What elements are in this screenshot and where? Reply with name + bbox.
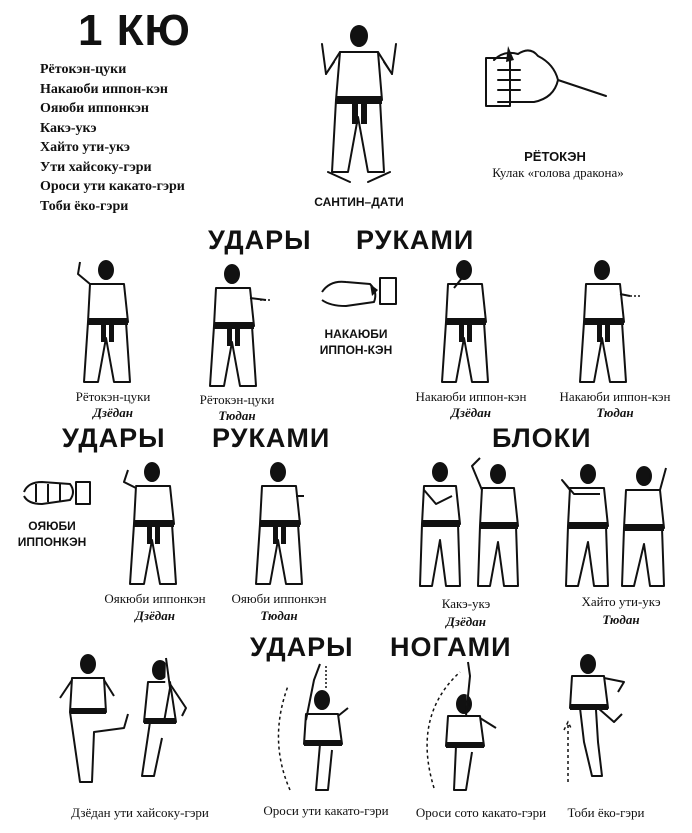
row1-level-3: Дзёдан (451, 405, 491, 420)
ryotoken-title: РЁТОКЭН (524, 149, 586, 164)
row1-level-1: Дзёдан (93, 405, 133, 420)
list-item: Накаюби иппон-кэн (40, 81, 168, 97)
nakayubi-jodan-figure (432, 258, 502, 388)
ryotoken-tsuki-jodan-figure (72, 258, 142, 388)
technique-list: Рётокэн-цуки Накаюби иппон-кэн Ояюби ипп… (40, 60, 185, 216)
row1-level-2: Тюдан (218, 408, 256, 423)
haito-uchi-uke-figure (560, 460, 672, 592)
row1-caption-4: Накаюби иппон-кэн (559, 389, 671, 404)
list-item: Хайто ути-укэ (40, 140, 130, 155)
oyayubi-chudan-figure (250, 460, 320, 590)
row2-level-2: Тюдан (260, 608, 298, 623)
oyayubi-label: ОЯЮБИ ИППОНКЭН (17, 519, 87, 549)
heading-blocks: БЛОКИ (492, 423, 592, 453)
row2-caption-2: Ояюби иппонкэн (231, 591, 327, 606)
row2-level-3: Дзёдан (446, 614, 486, 629)
sanchin-dachi-figure (318, 22, 400, 192)
list-item: Ороси ути какато-гэри (40, 179, 185, 194)
row2-level-1: Дзёдан (135, 608, 175, 623)
heading-legs-a: УДАРЫ (250, 632, 354, 662)
list-item: Какэ-укэ (40, 120, 97, 136)
ryotoken-subtitle: Кулак «голова дракона» (492, 165, 624, 180)
stance-label: САНТИН–ДАТИ (314, 195, 404, 209)
tobi-yoko-geri-figure (558, 652, 638, 792)
row1-caption-1: Рётокэн-цуки (75, 389, 151, 404)
oyayubi-jodan-figure (118, 460, 188, 590)
uchi-haisoku-geri-figure (54, 652, 204, 792)
row2-caption-4: Хайто ути-укэ (581, 594, 661, 609)
row2-caption-1: Оякюби иппонкэн (104, 591, 206, 606)
ryotoken-tsuki-chudan-figure (204, 262, 274, 392)
heading-hands-1a: УДАРЫ (208, 225, 312, 255)
nakayubi-label: НАКАЮБИ ИППОН-КЭН (319, 327, 393, 357)
row2-level-4: Тюдан (602, 612, 640, 627)
kake-uke-figure (416, 456, 528, 592)
nakayubi-chudan-figure (574, 258, 644, 388)
row3-caption-2: Ороси ути какато-гэри (263, 803, 389, 818)
list-item: Ути хайсоку-гэри (40, 159, 152, 175)
heading-hands-2b: РУКАМИ (212, 423, 331, 453)
nakayubi-fist-figure (320, 270, 400, 312)
row2-caption-3: Какэ-укэ (441, 596, 491, 611)
list-item: Тоби ёко-гэри (40, 198, 129, 214)
ryotoken-fist-figure (484, 40, 612, 110)
row1-caption-2: Рётокэн-цуки (199, 392, 275, 407)
oroshi-soto-kakato-geri-figure (416, 656, 516, 796)
row3-caption-3: Ороси сото какато-гэри (415, 805, 547, 820)
row1-caption-3: Накаюби иппон-кэн (415, 389, 527, 404)
oroshi-uchi-kakato-geri-figure (266, 660, 366, 796)
oyayubi-fist-figure (22, 478, 92, 508)
row3-caption-1: Дзёдан ути хайсоку-гэри (71, 805, 209, 820)
list-item: Рётокэн-цуки (40, 62, 127, 77)
heading-legs-b: НОГАМИ (390, 632, 512, 662)
heading-hands-1b: РУКАМИ (356, 225, 475, 255)
row1-level-4: Тюдан (596, 405, 634, 420)
list-item: Ояюби иппонкэн (40, 101, 149, 116)
heading-hands-2a: УДАРЫ (62, 423, 166, 453)
row3-caption-4: Тоби ёко-гэри (567, 805, 645, 820)
page-title: 1 КЮ (78, 6, 191, 55)
